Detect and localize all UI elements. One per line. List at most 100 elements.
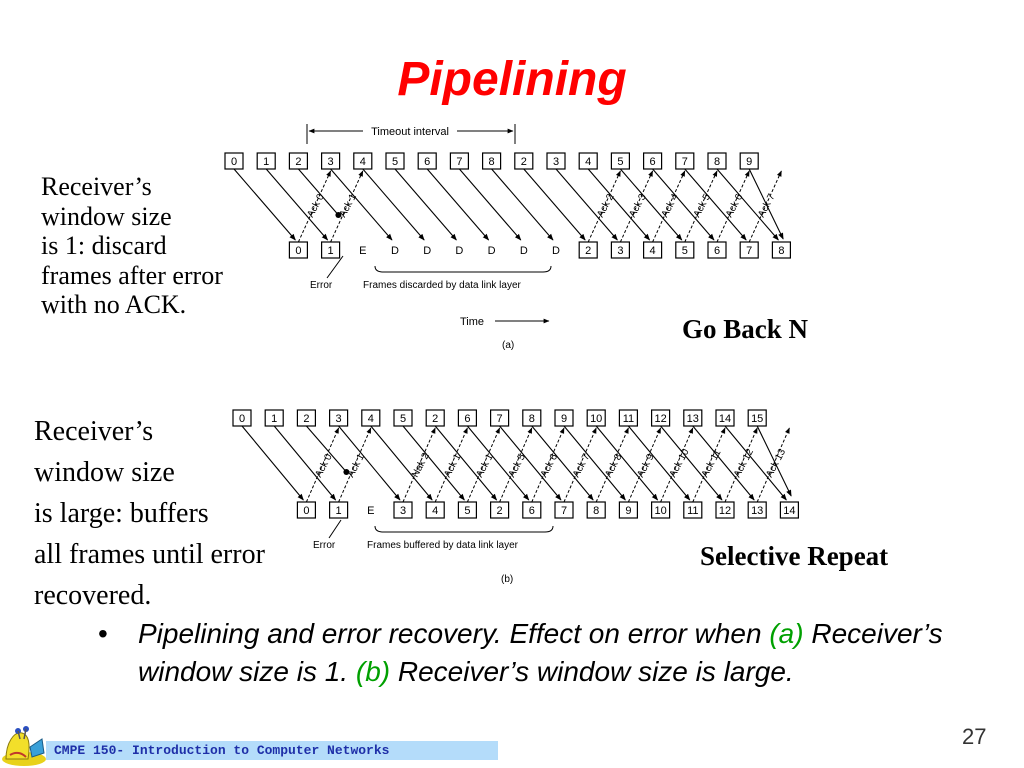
- received-frame-5-label: 5: [464, 505, 470, 517]
- error-pointer: [328, 519, 342, 539]
- description-line: is large: buffers: [34, 498, 209, 529]
- data-arrow-3: [338, 425, 401, 501]
- part-b-tag: (b): [355, 656, 391, 687]
- sent-frame-13-box: [643, 152, 663, 170]
- sent-frame-9-label: 2: [521, 156, 527, 168]
- sent-frame-2-label: 2: [295, 156, 301, 168]
- received-marker-7: D: [520, 245, 528, 257]
- ack-label-11: Ack 11: [700, 448, 724, 480]
- data-arrow-14: [684, 168, 747, 241]
- description-line: with no ACK.: [41, 290, 187, 319]
- error-label: Error: [310, 280, 333, 291]
- course-title: CMPE 150- Introduction to Computer Netwo…: [54, 743, 390, 758]
- selective-repeat-label: Selective Repeat: [700, 541, 889, 571]
- sent-frame-6-label: 6: [424, 156, 430, 168]
- received-frame-9-label: 2: [585, 245, 591, 257]
- ack-label-5: Ack 5: [692, 192, 714, 220]
- part-b-label: (b): [501, 574, 513, 585]
- data-arrow-10: [563, 425, 626, 501]
- data-arrow-last: [756, 425, 792, 497]
- received-frame-13-label: 12: [719, 505, 731, 517]
- received-frame-10-label: 9: [625, 505, 631, 517]
- received-frame-9-label: 8: [593, 505, 599, 517]
- discard-brace: [374, 265, 552, 273]
- lost-frame-dot: [343, 469, 350, 475]
- received-marker-4: D: [423, 245, 431, 257]
- received-frame-1-label: 1: [328, 245, 334, 257]
- sent-frame-4-box: [353, 152, 373, 170]
- data-arrow-4: [362, 168, 425, 241]
- ack-arrow-0: [297, 170, 332, 243]
- received-frame-10-label: 3: [617, 245, 623, 257]
- discard-label: Frames discarded by data link layer: [363, 280, 522, 291]
- sent-frame-8-label: 8: [489, 156, 495, 168]
- ack-arrow-13: [756, 427, 790, 503]
- sent-frame-14-label: 13: [687, 413, 699, 425]
- data-arrow-9: [531, 425, 594, 501]
- data-arrow-4: [370, 425, 433, 501]
- error-pointer: [326, 255, 344, 279]
- sent-frame-16-label: 15: [751, 413, 763, 425]
- sent-frame-0-label: 0: [239, 413, 245, 425]
- ack-arrow-5: [499, 427, 533, 503]
- description-line: recovered.: [34, 580, 152, 611]
- ack-arrow-12: [724, 427, 758, 503]
- description-line: frames after error: [41, 260, 223, 290]
- ack-arrow-3: [619, 170, 654, 243]
- received-frame-0-label: 0: [295, 245, 301, 257]
- ack-arrow-5: [684, 170, 718, 243]
- ack-label-6: Ack 6: [539, 452, 561, 480]
- received-frame-11-box: [643, 241, 663, 259]
- footer-bar: [46, 741, 498, 760]
- sent-frame-13-label: 12: [654, 413, 666, 425]
- sent-frame-9-label: 8: [529, 413, 535, 425]
- sent-frame-2-label: 2: [303, 413, 309, 425]
- ack-arrow-7: [748, 170, 782, 243]
- received-frame-13-label: 6: [714, 245, 720, 257]
- data-arrow-15: [716, 168, 779, 241]
- sent-frame-1-label: 1: [263, 156, 269, 168]
- sent-frame-3-label: 3: [328, 156, 334, 168]
- data-arrow-7: [466, 425, 530, 501]
- ack-label-8: Ack 8: [603, 452, 625, 480]
- sent-frame-5-label: 5: [392, 156, 398, 168]
- data-arrow-1: [273, 425, 337, 501]
- buffer-brace: [374, 525, 554, 533]
- received-frame-15-box: [779, 501, 800, 519]
- ack-label-3: Ack 3: [627, 192, 649, 220]
- sent-frame-12-label: 5: [617, 156, 623, 168]
- data-arrow-11: [587, 168, 651, 241]
- sent-frame-5-label: 5: [400, 413, 406, 425]
- ack-arrow-8: [595, 427, 629, 503]
- received-frame-0-label: 0: [303, 505, 309, 517]
- ack-arrow-2: [402, 427, 436, 503]
- description-line: Receiver’s: [34, 416, 154, 447]
- data-arrow-6: [434, 425, 498, 501]
- description-line: window size: [34, 457, 175, 488]
- received-marker-2: E: [359, 245, 366, 257]
- data-arrow-13: [660, 425, 723, 501]
- received-frame-11-label: 10: [654, 505, 666, 517]
- received-marker-3: D: [391, 245, 399, 257]
- data-arrow-12: [627, 425, 691, 501]
- received-frame-11-label: 4: [650, 245, 656, 257]
- timeout-interval-label: Timeout interval: [371, 126, 449, 138]
- ack-arrow-11: [692, 427, 726, 503]
- lost-frame-line: [305, 425, 347, 473]
- data-arrow-6: [426, 168, 490, 241]
- received-marker-6: D: [488, 245, 496, 257]
- slug-mascot-logo: [2, 726, 46, 766]
- ack-label-9: Ack 9: [635, 452, 657, 480]
- received-frame-14-label: 7: [746, 245, 752, 257]
- time-label: Time: [460, 316, 484, 328]
- description-line: is 1: discard: [41, 231, 167, 260]
- ack-arrow-0: [305, 427, 340, 503]
- data-arrow-5: [394, 168, 457, 241]
- sent-frame-15-label: 14: [719, 413, 731, 425]
- data-arrow-0: [233, 168, 296, 241]
- sent-frame-0-label: 0: [231, 156, 237, 168]
- part-a-tag: (a): [769, 618, 804, 649]
- ack-label-0: Ack 0: [313, 452, 335, 480]
- data-arrow-14: [692, 425, 755, 501]
